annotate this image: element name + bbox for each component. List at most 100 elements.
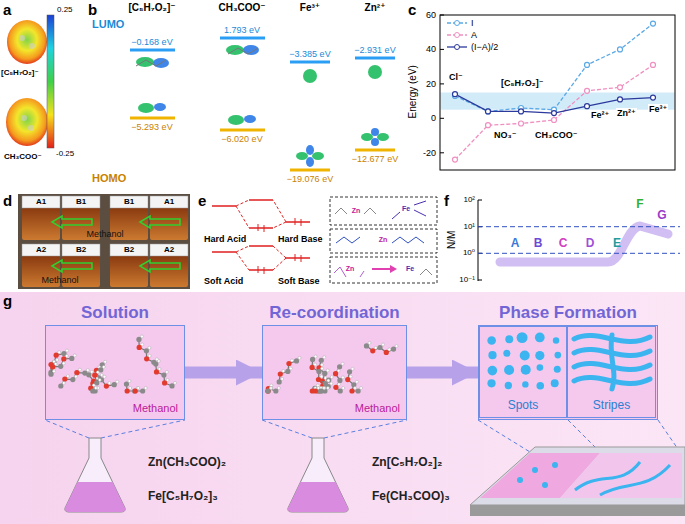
orbital-shapes — [312, 152, 324, 160]
node-illustration — [128, 380, 131, 383]
axis-tick: 60 — [426, 10, 436, 20]
node-illustration — [108, 382, 111, 385]
series-markers — [486, 109, 491, 114]
node-illustration — [99, 377, 104, 382]
node-illustration — [337, 369, 340, 372]
panel-letter: d — [3, 192, 12, 209]
node-illustration — [503, 350, 510, 357]
node-illustration — [104, 383, 109, 388]
node-illustration — [349, 375, 352, 378]
complex-sketches — [372, 268, 392, 270]
node-illustration — [129, 387, 132, 390]
process-scene — [532, 467, 538, 473]
panel-letter: g — [3, 292, 12, 309]
node-illustration — [65, 354, 68, 357]
orbital-shapes — [303, 69, 317, 83]
node-illustration — [151, 360, 156, 365]
orbital-shapes — [136, 57, 154, 67]
node-illustration — [320, 363, 323, 366]
vial-photo — [62, 244, 100, 256]
process-box: SolutionMethanol — [45, 325, 185, 420]
scale-value: 0.25 — [57, 5, 73, 14]
esp-maps — [28, 125, 34, 131]
energy-chart — [441, 93, 675, 110]
node-illustration — [381, 343, 384, 346]
sample-letter: D — [586, 237, 595, 251]
orbital-shapes — [243, 45, 259, 55]
sample-letter: B — [534, 237, 543, 251]
node-illustration — [144, 348, 149, 353]
node-illustration — [270, 387, 273, 390]
sample-letter: A — [511, 237, 520, 251]
orbital-levels — [355, 149, 395, 152]
orbital-shapes — [136, 45, 389, 167]
series-markers — [651, 95, 656, 100]
node-illustration — [314, 355, 317, 358]
orbital-levels — [130, 38, 395, 170]
node-illustration — [90, 370, 93, 373]
node-illustration — [53, 370, 56, 373]
node-illustration — [144, 387, 147, 390]
esp-maps — [6, 98, 48, 146]
node-illustration — [137, 387, 140, 390]
node-illustration — [124, 381, 129, 386]
node-illustration — [286, 361, 291, 366]
node-illustration — [277, 379, 282, 384]
node-illustration — [520, 351, 530, 361]
legend-sample — [446, 30, 468, 40]
energy-value: −3.385 eV — [289, 49, 330, 59]
morphology-box: Spots — [479, 326, 567, 418]
node-illustration — [537, 364, 544, 371]
compound-name: Zn[C₅H₇O₂]₂ — [372, 456, 442, 470]
process-scene — [517, 477, 523, 483]
vial-photo — [150, 244, 188, 256]
node-illustration — [368, 341, 371, 344]
sample-letter: G — [657, 209, 666, 223]
orbital-shapes — [368, 65, 382, 79]
vial-label: A1 — [164, 197, 174, 206]
morphology-name: Stripes — [593, 399, 630, 413]
node-illustration — [285, 369, 290, 374]
panel-letter: a — [3, 1, 11, 18]
node-illustration — [140, 388, 145, 393]
node-illustration — [139, 339, 154, 362]
node-illustration — [551, 379, 559, 387]
node-illustration — [56, 358, 59, 361]
orbital-shapes — [306, 145, 314, 155]
node-illustration — [366, 346, 393, 353]
series-markers — [519, 121, 524, 126]
process-scene — [288, 438, 348, 512]
node-illustration — [265, 388, 270, 393]
node-illustration — [337, 378, 342, 383]
node-illustration — [148, 354, 151, 357]
vial-photo — [52, 260, 92, 272]
node-illustration — [314, 363, 317, 366]
node-illustration — [553, 337, 559, 343]
node-illustration — [155, 358, 158, 361]
node-illustration — [92, 384, 95, 387]
node-illustration — [112, 382, 117, 387]
node-illustration — [322, 371, 327, 376]
node-illustration — [554, 366, 561, 373]
axis-title: N/M — [446, 231, 458, 249]
series-markers — [519, 109, 524, 114]
node-illustration — [391, 346, 396, 351]
compound-name: Fe(CH₃COO)₃ — [372, 490, 450, 504]
node-illustration — [316, 369, 321, 374]
series-markers — [453, 92, 458, 97]
node-illustration — [323, 387, 326, 390]
ion-name: CH₃COO⁻ — [534, 130, 578, 140]
series-markers — [618, 85, 623, 90]
node-illustration — [323, 356, 326, 359]
atom-symbol: Zn — [352, 207, 361, 215]
ion-name: Cl⁻ — [448, 72, 464, 82]
energy-value: −6.020 eV — [221, 134, 262, 144]
theory-label: Hard Acid — [204, 234, 246, 244]
node-illustration — [333, 371, 338, 376]
node-illustration — [536, 382, 544, 390]
vial-photo — [52, 216, 92, 228]
process-scene — [470, 505, 685, 516]
node-illustration — [341, 362, 344, 365]
node-illustration — [86, 369, 89, 372]
node-illustration — [94, 387, 97, 390]
